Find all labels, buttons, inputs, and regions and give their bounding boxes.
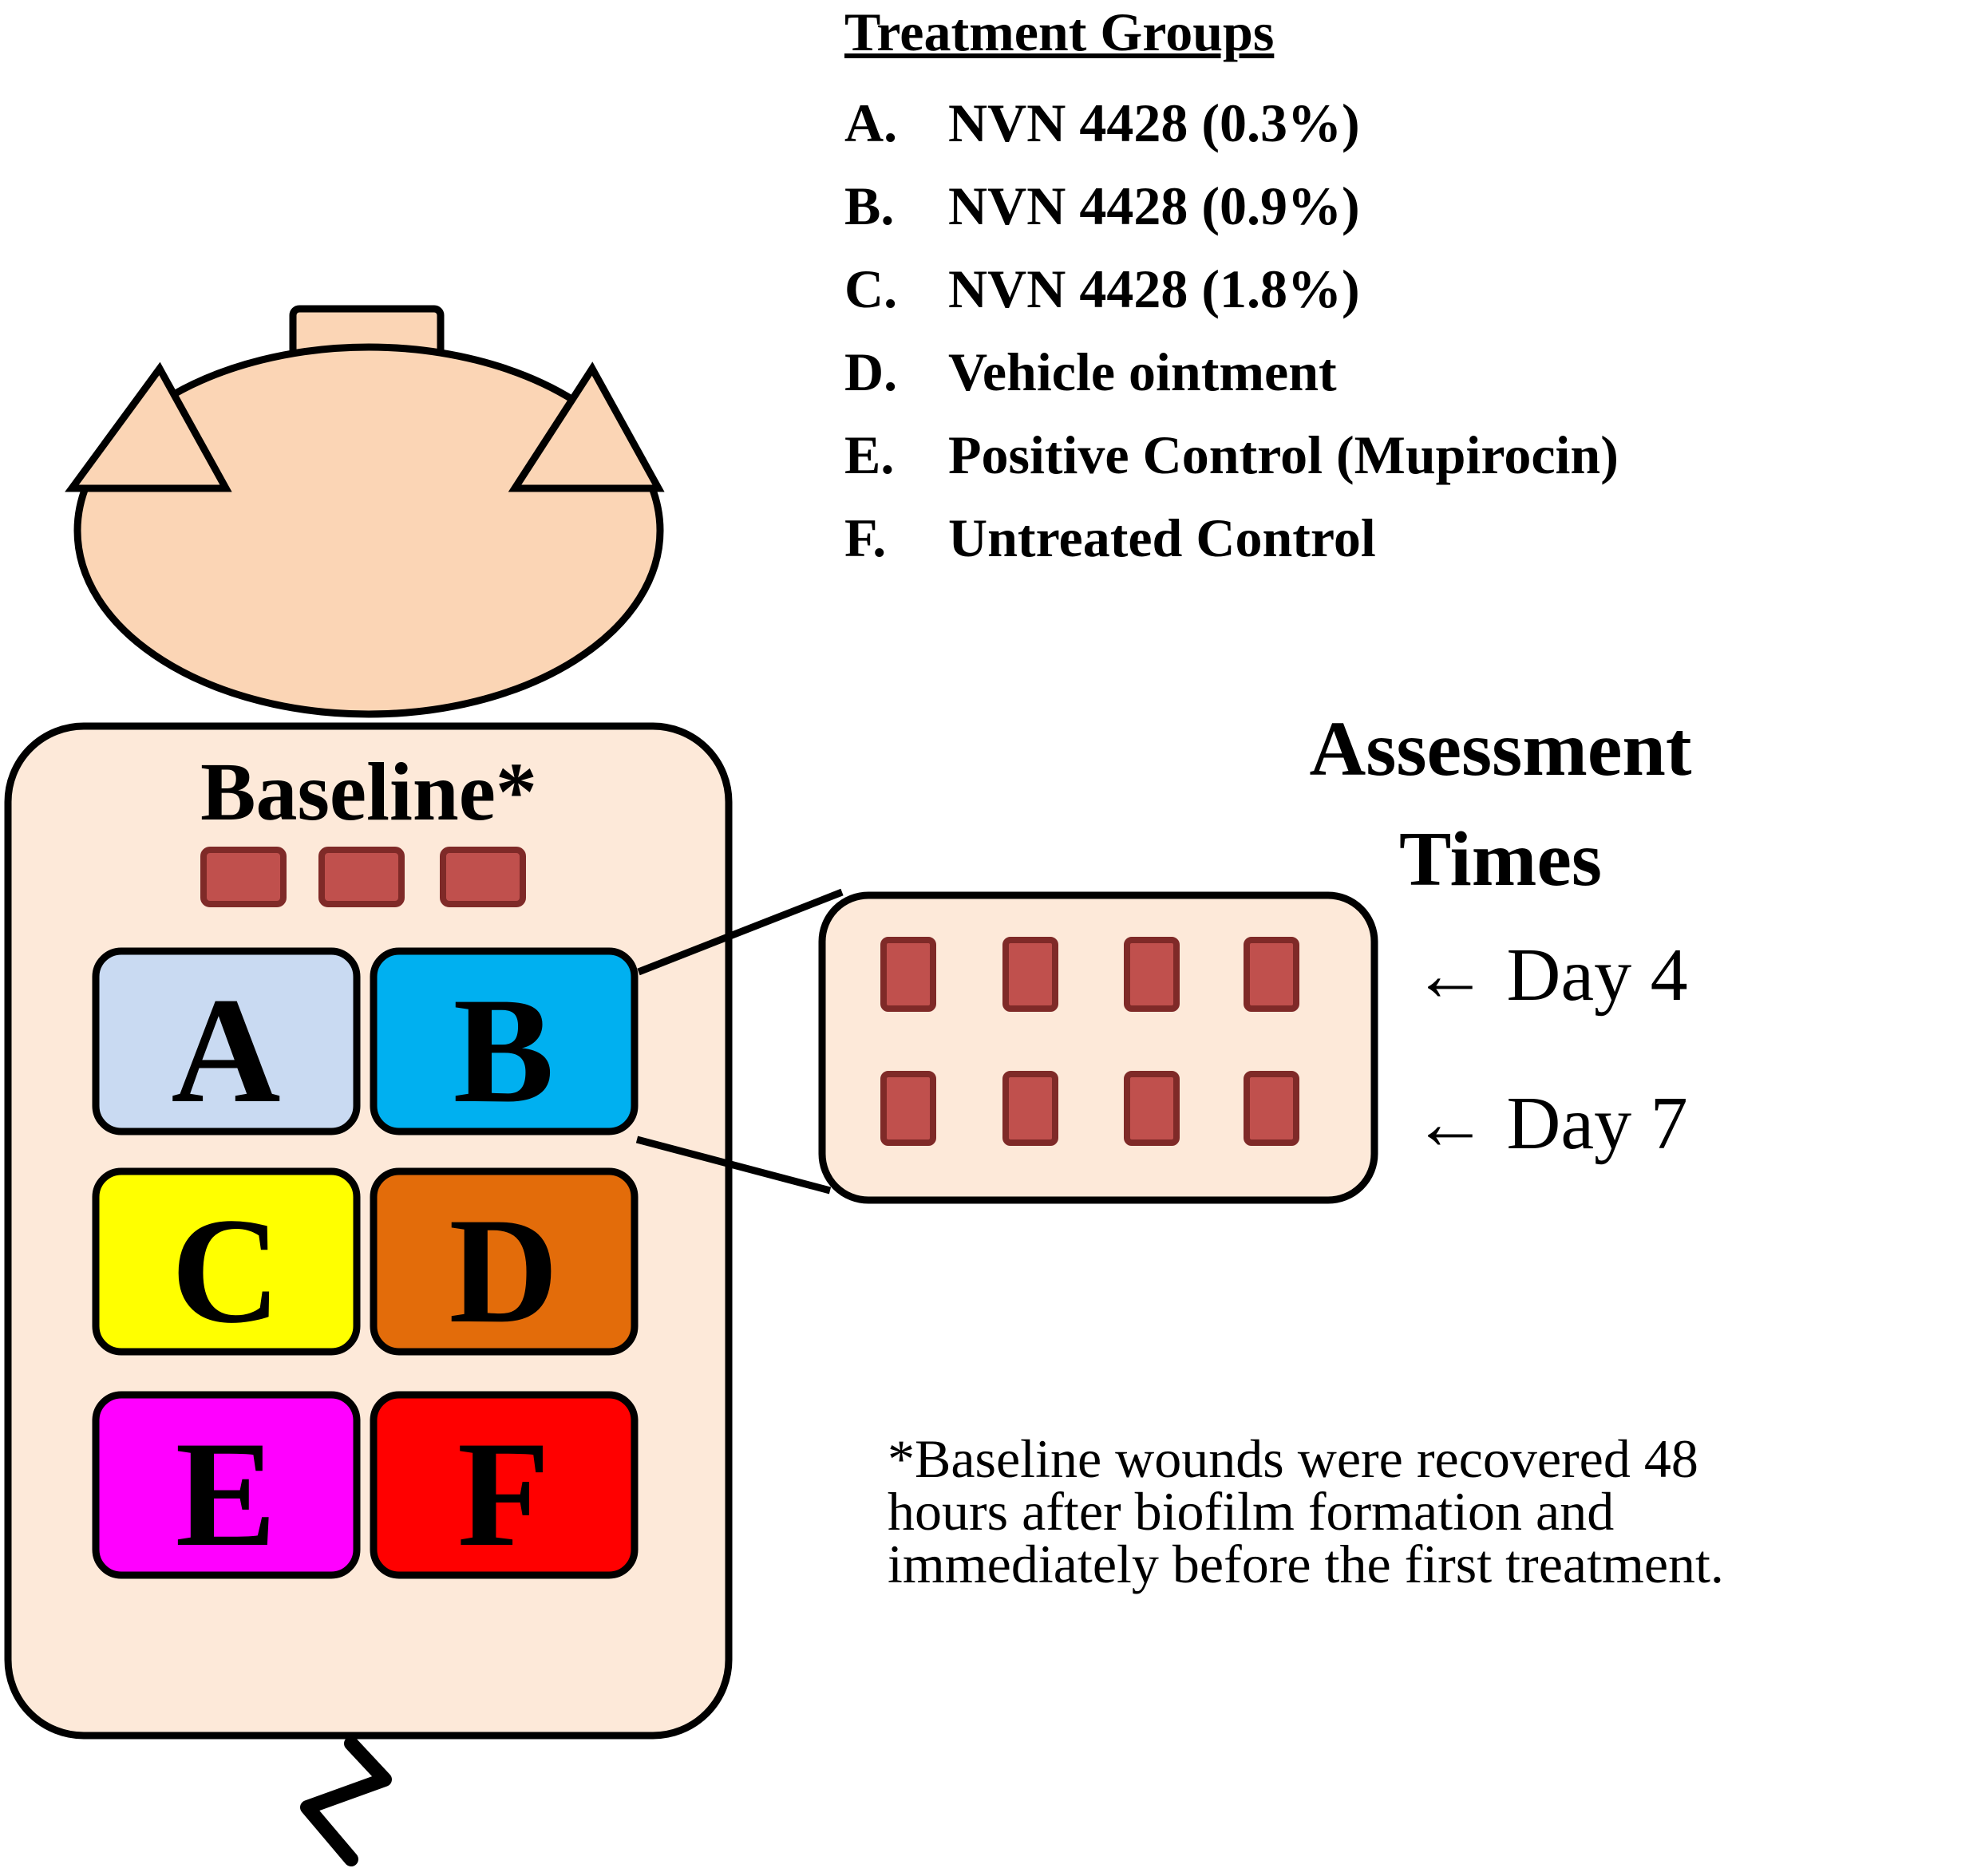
legend-item: E. Positive Control (Mupirocin): [844, 413, 1978, 496]
baseline-footnote: *Baseline wounds were recovered 48 hours…: [888, 1428, 1981, 1594]
site-d-letter: D: [449, 1187, 558, 1355]
pig-tail: [300, 1736, 392, 1866]
day4-wound-3: [1124, 937, 1180, 1012]
site-c-box: [92, 1167, 361, 1356]
site-a-box: [92, 947, 361, 1135]
site-b-letter: B: [453, 967, 555, 1135]
pig-head: [73, 343, 664, 718]
footnote-line-3: immediately before the first treatment.: [888, 1534, 1724, 1594]
site-f-letter: F: [457, 1411, 550, 1578]
legend-item: D. Vehicle ointment: [844, 330, 1978, 413]
legend-item-text: NVN 4428 (0.9%): [948, 176, 1360, 236]
baseline-wound-1: [200, 847, 287, 907]
baseline-wounds: [200, 847, 526, 907]
legend-item-text: Positive Control (Mupirocin): [948, 425, 1619, 485]
day4-label: ← Day 4: [1413, 934, 1688, 1017]
site-e-letter: E: [176, 1411, 277, 1578]
site-d-box: [370, 1167, 639, 1356]
day7-label: ← Day 7: [1413, 1082, 1688, 1165]
baseline-wound-2: [318, 847, 405, 907]
legend-item-letter: A.: [844, 93, 898, 153]
legend-item-text: NVN 4428 (0.3%): [948, 93, 1360, 153]
day7-wounds: [880, 1071, 1299, 1146]
day4-wounds: [880, 937, 1299, 1012]
day7-wound-4: [1244, 1071, 1299, 1146]
day7-wound-1: [880, 1071, 936, 1146]
legend-item-letter: C.: [844, 259, 898, 319]
day7-wound-2: [1002, 1071, 1058, 1146]
legend-item-text: NVN 4428 (1.8%): [948, 259, 1360, 319]
legend-item: A. NVN 4428 (0.3%): [844, 81, 1978, 164]
site-a-letter: A: [171, 967, 280, 1135]
zoom-line-bottom: [635, 1135, 832, 1195]
legend-item: B. NVN 4428 (0.9%): [844, 164, 1978, 247]
footnote-line-2: hours after biofilm formation and: [888, 1481, 1615, 1542]
site-f-box: [370, 1391, 639, 1579]
baseline-label: Baseline*: [200, 746, 537, 838]
assessment-title-line2: Times: [1398, 816, 1603, 902]
legend-item-text: Untreated Control: [948, 508, 1376, 568]
site-c-letter: C: [171, 1187, 280, 1355]
pig-ear-left: [65, 361, 232, 492]
treatment-legend: Treatment Groups A. NVN 4428 (0.3%) B. N…: [844, 0, 1978, 579]
legend-item: F. Untreated Control: [844, 496, 1978, 579]
site-e-box: [92, 1391, 361, 1579]
legend-item-letter: F.: [844, 508, 887, 568]
assessment-title: Assessment Times: [1245, 694, 1756, 914]
footnote-line-1: *Baseline wounds were recovered 48: [888, 1428, 1698, 1489]
day4-wound-1: [880, 937, 936, 1012]
legend-item-text: Vehicle ointment: [948, 342, 1337, 402]
assessment-title-line1: Assessment: [1309, 706, 1692, 792]
zoom-line-top: [637, 888, 844, 976]
site-b-box: [370, 947, 639, 1135]
legend-title: Treatment Groups: [844, 2, 1275, 62]
legend-item-letter: D.: [844, 342, 898, 402]
baseline-wound-3: [440, 847, 526, 907]
zoomed-site: [818, 891, 1378, 1204]
day4-wound-2: [1002, 937, 1058, 1012]
pig-ear-right: [508, 361, 665, 492]
legend-item-letter: E.: [844, 425, 895, 485]
day4-wound-4: [1244, 937, 1299, 1012]
day7-wound-3: [1124, 1071, 1180, 1146]
legend-item: C. NVN 4428 (1.8%): [844, 247, 1978, 330]
legend-item-letter: B.: [844, 176, 895, 236]
